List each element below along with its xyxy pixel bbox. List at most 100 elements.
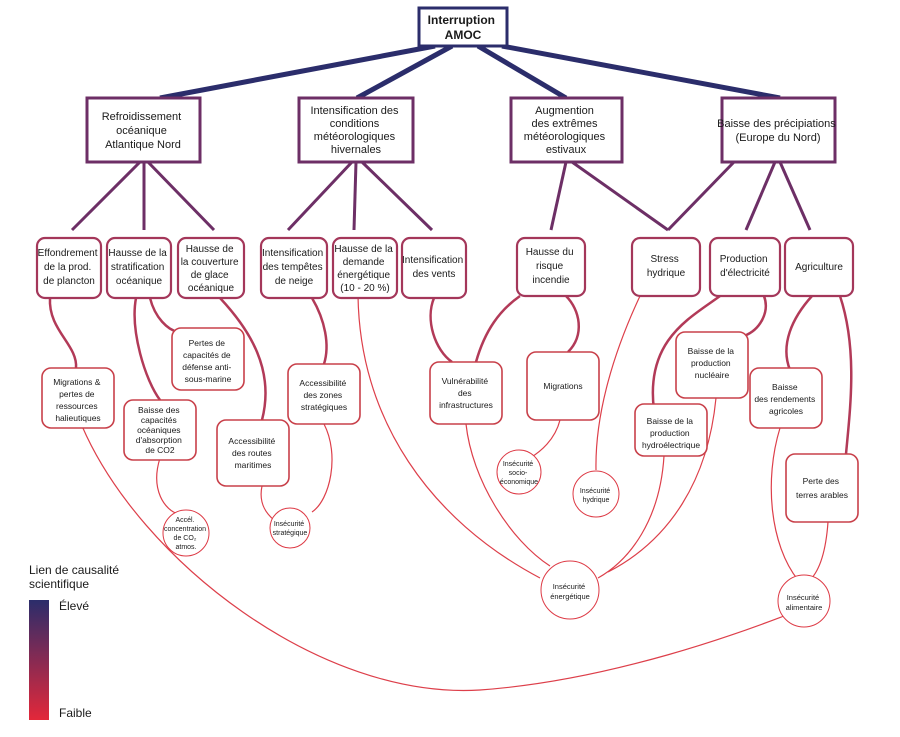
svg-text:Stress hydrique: Stress hydrique <box>647 254 686 279</box>
level3-box-baisse-co2 <box>123 399 197 461</box>
level2-incendie-line-1: Hausse du <box>526 247 574 258</box>
legend-low-label: Faible <box>59 706 92 720</box>
svg-text:Intensification des vent: Intensification des vents <box>402 255 466 280</box>
level3-access-zones-line-3: stratégiques <box>301 402 347 412</box>
level3-box-hydro <box>634 403 708 457</box>
link-glace-routes <box>219 297 267 421</box>
level3-access-routes-line-2: des routes <box>232 448 272 458</box>
level4-circle-ins-energ <box>540 560 600 620</box>
link-estiv-incendie <box>549 161 568 231</box>
level2-node-incendie: Hausse du risque incendie <box>515 236 587 298</box>
level1-hivern-line-1: Intensification des <box>310 105 399 117</box>
level2-node-glace: Hausse de la couverture de glace océaniq… <box>176 236 246 300</box>
level4-ins-hydr-line-1: Insécurité <box>580 488 610 495</box>
level3-access-zones-line-1: Accessibilité <box>299 378 346 388</box>
svg-text:Baisse des précipiations: Baisse des précipiations (Europe du Nord… <box>717 118 839 144</box>
level3-box-vuln <box>429 361 503 425</box>
level2-glace-line-1: Hausse de <box>186 244 234 255</box>
svg-text:Accessibilité des routes: Accessibilité des routes maritimes <box>228 436 277 470</box>
link-vuln-energ <box>465 423 551 567</box>
level2-node-plancton: Effondrement de la prod. de plancton <box>35 236 103 300</box>
link-terres-alim <box>809 521 829 581</box>
level1-refroid-line-1: Refroidissement <box>102 111 181 123</box>
level3-migr-hal-line-4: halieutiques <box>55 413 100 423</box>
level2-node-stress: Stress hydrique <box>630 236 702 298</box>
level1-hivern-line-3: météorologiques <box>314 131 396 143</box>
level2-vents-line-1: Intensification <box>402 255 463 266</box>
svg-text:Hausse de la demande: Hausse de la demande énergétique (10 - 2… <box>334 244 395 294</box>
level3-box-nucl <box>675 331 749 399</box>
level3-rend-line-1: Baisse <box>772 382 798 392</box>
level2-glace-line-2: la couverture <box>181 257 239 268</box>
level3-migr-hal-line-2: pertes de <box>59 389 95 399</box>
root-line-2: AMOC <box>445 28 482 42</box>
level3-baisse-co2-line-1: Baisse des <box>138 405 180 415</box>
level3-rend-line-3: agricoles <box>769 406 803 416</box>
level4-ins-socio-line-1: Insécurité <box>503 461 533 468</box>
level1-estiv-line-1: Augmention <box>535 105 594 117</box>
svg-text:Perte des terres arables: Perte des terres arables <box>796 476 848 500</box>
link-refroid-plancton <box>70 160 142 232</box>
link-hydro-energ <box>597 455 665 579</box>
link-plancton-migr <box>48 297 78 369</box>
link-rend-alim <box>770 427 799 581</box>
level2-node-vents: Intensification des vents <box>400 236 468 300</box>
level4-circle-ins-hydr <box>572 470 620 518</box>
level3-migrations-line-1: Migrations <box>543 381 582 391</box>
svg-text:Refroidissement océaniqu: Refroidissement océanique Atlantique Nor… <box>102 111 185 151</box>
level2-vents-line-2: des vents <box>413 269 456 280</box>
svg-text:Pertes de capacités de: Pertes de capacités de défense anti- sou… <box>182 338 234 384</box>
level3-pertes-def-line-3: défense anti- <box>182 362 231 372</box>
link-precip-agri <box>778 161 812 231</box>
level1-hivern-line-2: conditions <box>330 118 380 130</box>
level3-migr-hal-line-1: Migrations & <box>53 377 101 387</box>
level3-baisse-co2-line-5: de CO2 <box>145 445 175 455</box>
level4-circle-ins-socio <box>496 449 542 495</box>
level2-plancton-line-3: de plancton <box>43 276 95 287</box>
level3-box-access-routes <box>216 419 290 487</box>
level2-neige-line-3: de neige <box>275 276 314 287</box>
link-stress-hydr <box>595 295 641 471</box>
svg-text:Baisse de la production: Baisse de la production hydroélectrique <box>642 416 700 450</box>
link-root-estiv <box>476 43 568 101</box>
svg-text:Hausse du risque i: Hausse du risque incendie <box>526 247 577 286</box>
link-routes-strat <box>260 485 275 521</box>
level4-ins-energ-line-1: Insécurité <box>553 582 586 591</box>
svg-text:Baisse des rendements: Baisse des rendements agricoles <box>754 382 817 416</box>
svg-text:Insécurité stratégique: Insécurité stratégique <box>273 521 308 537</box>
link-hivern-neige <box>286 160 354 232</box>
link-precip-elec <box>744 161 777 231</box>
link-neige-zones <box>310 297 328 365</box>
level2-node-stratif: Hausse de la stratification océanique <box>105 236 173 300</box>
link-incendie-migr <box>565 295 581 353</box>
svg-text:Agriculture: Agriculture <box>795 262 843 273</box>
legend-high-label: Élevé <box>59 598 89 613</box>
level3-box-pertes-def <box>171 327 245 391</box>
level2-glace-line-3: de glace <box>191 270 229 281</box>
level4-ins-hydr-line-2: hydrique <box>583 497 610 504</box>
svg-text:Lien de causalité scient: Lien de causalité scientifique <box>29 563 122 591</box>
level3-box-terres <box>785 453 859 523</box>
level2-neige-line-1: Intensification <box>262 248 323 259</box>
svg-text:Intensification des cond: Intensification des conditions météorolo… <box>310 105 401 156</box>
level3-nucl-line-2: production <box>691 358 731 368</box>
link-root-hivern <box>355 43 454 101</box>
svg-text:Production d'électricité: Production d'électricité <box>720 254 771 279</box>
level4-circle-ins-strat <box>269 507 311 549</box>
level3-baisse-co2-line-2: capacités <box>141 415 177 425</box>
level2-incendie-line-2: risque <box>536 261 564 272</box>
level4-accel-co2-line-1: Accél. <box>175 517 194 524</box>
link-incendie-vuln <box>474 294 521 363</box>
svg-text:Accessibilité des zones: Accessibilité des zones stratégiques <box>299 378 348 412</box>
level2-stratif-line-1: Hausse de la <box>108 248 167 259</box>
level3-hydro-line-2: production <box>650 428 690 438</box>
level3-pertes-def-line-1: Pertes de <box>189 338 226 348</box>
level2-agri-line-1: Agriculture <box>795 262 843 273</box>
link-refroid-glace <box>146 160 216 232</box>
svg-text:Insécurité socio-: Insécurité socio- économique <box>500 461 538 486</box>
link-baisseco2-accel <box>156 457 179 515</box>
level1-estiv-line-4: estivaux <box>546 144 587 156</box>
level4-ins-socio-line-2: socio- <box>509 470 528 477</box>
link-agri-terres <box>838 295 853 455</box>
level3-baisse-co2-line-3: océaniques <box>137 425 180 435</box>
